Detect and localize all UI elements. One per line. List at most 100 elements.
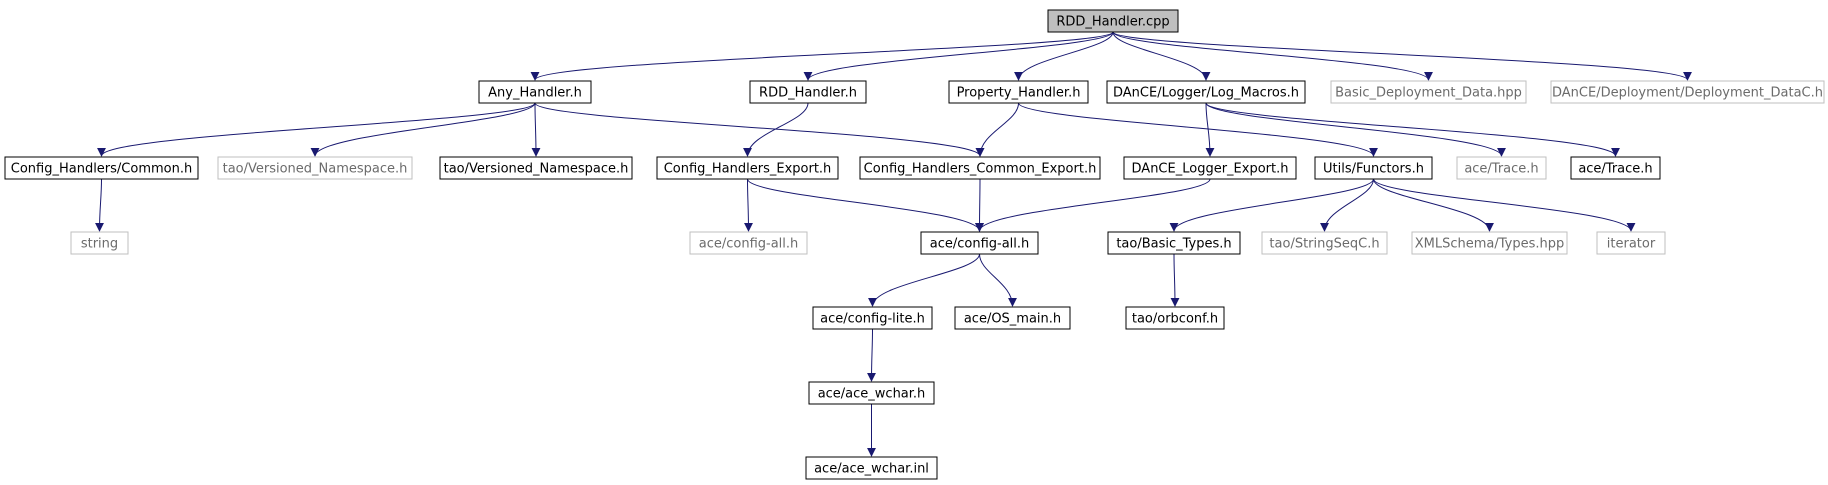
node-box: [439, 156, 633, 180]
node-label: DAnCE/Logger/Log_Macros.h: [1113, 86, 1299, 101]
node-rdd-h[interactable]: RDD_Handler.h: [749, 80, 867, 104]
node-label: Basic_Deployment_Data.hpp: [1335, 86, 1522, 101]
node-os-main[interactable]: ace/OS_main.h: [954, 306, 1071, 330]
node-property-handler[interactable]: Property_Handler.h: [948, 80, 1089, 104]
edge-any_handler-to-tao_vns_gray: [310, 102, 536, 157]
node-box: [749, 80, 867, 104]
edges-layer: [95, 31, 1692, 457]
node-tao-vns[interactable]: tao/Versioned_Namespace.h: [439, 156, 633, 180]
node-box: [805, 456, 938, 480]
edge-log_macros-to-logger_export: [1205, 102, 1215, 157]
node-ace-wchar-inl[interactable]: ace/ace_wchar.inl: [805, 456, 938, 480]
edge-log_macros-to-ace_trace: [1205, 102, 1620, 157]
edge-ch_common-to-string: [95, 178, 105, 232]
edge-config_all-to-os_main: [979, 253, 1017, 307]
node-box: [70, 231, 129, 255]
node-ace-trace[interactable]: ace/Trace.h: [1570, 156, 1661, 180]
edge-utils_functors-to-xml_types: [1373, 178, 1494, 232]
node-label: RDD_Handler.h: [759, 86, 857, 101]
node-label: string: [81, 237, 118, 252]
node-box: [948, 80, 1089, 104]
node-label: tao/Versioned_Namespace.h: [223, 162, 408, 177]
node-config-lite[interactable]: ace/config-lite.h: [812, 306, 933, 330]
node-box: [656, 156, 839, 180]
edge-rdd_h-to-ch_export: [743, 102, 809, 157]
node-box: [1330, 80, 1527, 104]
node-box: [1411, 231, 1568, 255]
node-orbconf[interactable]: tao/orbconf.h: [1125, 306, 1225, 330]
edge-any_handler-to-chc_export: [534, 102, 985, 157]
node-box: [1314, 156, 1433, 180]
node-label: tao/orbconf.h: [1132, 312, 1218, 327]
node-basic-types[interactable]: tao/Basic_Types.h: [1107, 231, 1241, 255]
node-label: ace/Trace.h: [1578, 162, 1652, 177]
node-tao-vns-gray: tao/Versioned_Namespace.h: [217, 156, 413, 180]
node-label: ace/ace_wchar.h: [818, 387, 926, 402]
edge-utils_functors-to-iterator: [1373, 178, 1636, 232]
node-label: Config_Handlers_Export.h: [664, 162, 832, 177]
node-label: ace/config-lite.h: [820, 312, 925, 327]
node-box: [1596, 231, 1666, 255]
node-ace-trace-gray: ace/Trace.h: [1456, 156, 1547, 180]
node-box: [217, 156, 413, 180]
node-label: Config_Handlers/Common.h: [11, 162, 192, 177]
node-box: [808, 381, 935, 405]
edge-property_handler-to-utils_functors: [1018, 102, 1378, 157]
edge-config_all-to-config_lite: [868, 253, 980, 307]
node-label: Any_Handler.h: [488, 86, 582, 101]
node-log-macros[interactable]: DAnCE/Logger/Log_Macros.h: [1106, 80, 1306, 104]
edge-rdd_cpp-to-any_handler: [530, 31, 1114, 81]
node-any-handler[interactable]: Any_Handler.h: [478, 80, 592, 104]
node-label: tao/Basic_Types.h: [1116, 237, 1231, 252]
node-logger-export[interactable]: DAnCE_Logger_Export.h: [1123, 156, 1297, 180]
node-label: Utils/Functors.h: [1323, 162, 1424, 177]
edge-rdd_cpp-to-property_handler: [1014, 31, 1114, 81]
edge-rdd_cpp-to-rdd_h: [803, 31, 1114, 81]
node-box: [1570, 156, 1661, 180]
node-ace-wchar[interactable]: ace/ace_wchar.h: [808, 381, 935, 405]
node-config-all[interactable]: ace/config-all.h: [920, 231, 1039, 255]
node-label: Property_Handler.h: [957, 86, 1081, 101]
edge-any_handler-to-tao_vns: [531, 102, 541, 157]
node-box: [812, 306, 933, 330]
node-ch-export[interactable]: Config_Handlers_Export.h: [656, 156, 839, 180]
node-box: [1107, 231, 1241, 255]
node-basic-deploy: Basic_Deployment_Data.hpp: [1330, 80, 1527, 104]
node-iterator: iterator: [1596, 231, 1666, 255]
node-box: [1106, 80, 1306, 104]
node-box: [689, 231, 808, 255]
node-config-all-gray: ace/config-all.h: [689, 231, 808, 255]
edge-any_handler-to-ch_common: [97, 102, 536, 157]
node-box: [1123, 156, 1297, 180]
node-box: [920, 231, 1039, 255]
node-ch-common[interactable]: Config_Handlers/Common.h: [4, 156, 199, 180]
node-box: [859, 156, 1101, 180]
node-label: iterator: [1607, 237, 1656, 252]
node-box: [1550, 80, 1825, 104]
node-rdd-cpp[interactable]: RDD_Handler.cpp: [1047, 9, 1179, 33]
node-label: ace/config-all.h: [930, 237, 1030, 252]
node-label: RDD_Handler.cpp: [1056, 15, 1169, 30]
node-label: XMLSchema/Types.hpp: [1415, 237, 1565, 252]
node-label: tao/Versioned_Namespace.h: [444, 162, 629, 177]
node-box: [4, 156, 199, 180]
edge-basic_types-to-orbconf: [1170, 253, 1180, 307]
edge-utils_functors-to-basic_types: [1169, 178, 1374, 232]
node-utils-functors[interactable]: Utils/Functors.h: [1314, 156, 1433, 180]
edge-chc_export-to-config_all: [975, 178, 985, 232]
node-chc-export[interactable]: Config_Handlers_Common_Export.h: [859, 156, 1101, 180]
node-box: [954, 306, 1071, 330]
node-label: DAnCE_Logger_Export.h: [1132, 162, 1289, 177]
node-box: [478, 80, 592, 104]
edge-rdd_cpp-to-basic_deploy: [1112, 31, 1433, 81]
edge-ch_export-to-config_all: [747, 178, 984, 232]
edge-property_handler-to-chc_export: [975, 102, 1019, 157]
node-deployment-datac: DAnCE/Deployment/Deployment_DataC.h: [1550, 80, 1825, 104]
edge-rdd_cpp-to-log_macros: [1112, 31, 1211, 81]
node-string: string: [70, 231, 129, 255]
node-box: [1261, 231, 1388, 255]
node-label: ace/ace_wchar.inl: [814, 462, 929, 477]
node-box: [1456, 156, 1547, 180]
node-box: [1047, 9, 1179, 33]
